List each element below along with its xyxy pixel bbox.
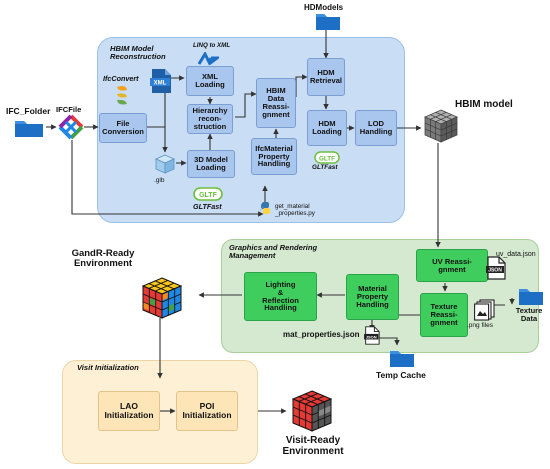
voxel-model-icon <box>424 109 458 143</box>
folder-icon <box>390 351 414 367</box>
rubik-cube-icon <box>291 390 333 432</box>
ifcconvert-label: IfcConvert <box>103 74 139 83</box>
arrow-matjson-to-tempcache <box>378 337 400 346</box>
temp-cache-label: Temp Cache <box>376 370 426 380</box>
texture-data-label: Texture Data <box>515 306 543 323</box>
folder-icon <box>15 121 43 137</box>
gltf-logo-icon: GLTF <box>193 187 223 201</box>
folder-icon <box>316 14 340 30</box>
3d-model-loading-box: 3D Model Loading <box>187 150 235 178</box>
uv-data-json-label: uv_data.json <box>496 251 536 258</box>
json-badge-text: JSON <box>366 334 377 339</box>
ifc-file-label: IFCFile <box>56 105 82 114</box>
json-file-icon: JSON <box>486 256 506 280</box>
ifcmaterial-property-handling-box: IfcMaterial Property Handling <box>251 138 297 175</box>
cube-icon <box>155 154 175 174</box>
png-files-label: .png files <box>467 322 494 329</box>
lao-initialization-box: LAO Initialization <box>98 391 160 431</box>
folder-icon <box>519 289 543 305</box>
json-badge-text: JSON <box>488 268 502 274</box>
xml-badge-text: XML <box>154 81 167 87</box>
lighting-reflection-handling-box: Lighting & Reflection Handling <box>244 272 317 321</box>
lod-handling-box: LOD Handling <box>355 110 397 146</box>
ifc-logo-icon <box>58 114 84 140</box>
hdm-loading-box: HDM Loading <box>307 110 347 146</box>
material-property-handling-box: Material Property Handling <box>346 274 399 320</box>
gltf-badge-text: GLTF <box>199 192 217 199</box>
ifc-folder-label: IFC_Folder <box>6 106 51 116</box>
xml-file-icon: XML <box>150 69 171 93</box>
hdmodels-label: HDModels <box>304 3 344 12</box>
gltfast-label-2: GLTFast <box>312 164 338 171</box>
linq-to-xml-label: LINQ to XML <box>193 42 231 49</box>
xml-loading-box: XML Loading <box>186 66 234 96</box>
hbim-data-reassignment-box: HBIM Data Reassi- gnment <box>256 78 296 128</box>
graphics-section-title: Graphics and Rendering Management <box>229 243 318 260</box>
linq-logo-icon <box>197 52 219 66</box>
arrow-hbim-to-hdmretrieval <box>295 74 308 97</box>
glb-label: .glb <box>154 177 165 184</box>
rubik-cube-icon <box>141 277 183 319</box>
hierarchy-reconstruction-box: Hierarchy recon- struction <box>187 104 233 134</box>
hbim-model-label: HBIM model <box>455 99 513 110</box>
arrow-ifc-to-python <box>71 140 264 217</box>
gandr-ready-environment-label: GandR-Ready Environment <box>71 248 135 269</box>
poi-initialization-box: POI Initialization <box>176 391 238 431</box>
gltf-logo-icon: GLTF <box>314 151 340 164</box>
gltf-badge-text: GLTF <box>319 155 335 162</box>
hdm-retrieval-box: HDM Retrieval <box>307 58 345 96</box>
uv-reassignment-box: UV Reassi- gnment <box>416 249 488 282</box>
mat-properties-json-label: mat_properties.json <box>283 330 360 339</box>
arrow-hierarchy-to-hbim <box>235 91 257 118</box>
python-logo-icon <box>260 202 270 214</box>
get-material-properties-label: get_material _properties.py <box>275 203 315 217</box>
png-files-icon <box>474 299 495 321</box>
hbim-section-title: HBIM Model Reconstruction <box>110 44 166 61</box>
gltfast-label-1: GLTFast <box>193 202 222 211</box>
ifcconvert-logo-icon <box>117 86 127 105</box>
arrow-fileconv-to-xml <box>147 75 185 128</box>
texture-reassignment-box: Texture Reassi- gnment <box>420 293 468 337</box>
visit-ready-environment-label: Visit-Ready Environment <box>282 435 344 457</box>
visit-section-title: Visit Initialization <box>77 363 139 372</box>
file-conversion-box: File Conversion <box>99 113 147 143</box>
json-file-icon: JSON <box>364 326 380 345</box>
